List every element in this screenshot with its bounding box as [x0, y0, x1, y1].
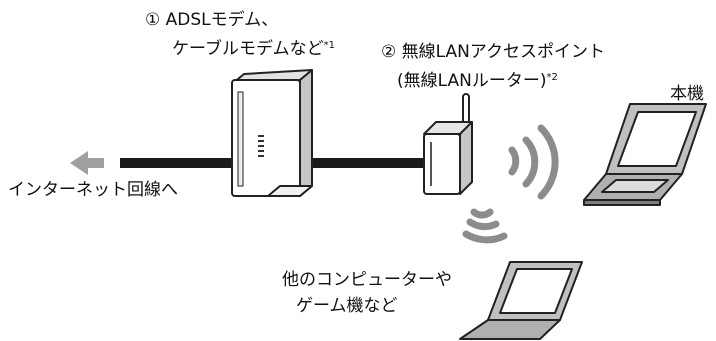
internet-cable: [120, 158, 238, 168]
access-point-number: ②: [381, 42, 397, 62]
modem-label: ① ADSLモデム、: [145, 8, 278, 32]
modem-label-line2: ケーブルモデムなど: [172, 39, 324, 59]
this-unit-laptop: [583, 103, 707, 206]
other-devices-label-line2: ゲーム機など: [296, 296, 398, 316]
wireless-waves-right: [508, 124, 559, 200]
other-devices-label-line1: 他のコンピューターや: [282, 270, 452, 290]
access-point-footnote: *2: [546, 72, 558, 83]
modem-label-second: ケーブルモデムなど*1: [172, 34, 335, 61]
wireless-waves-down: [462, 208, 508, 244]
this-unit-label: 本機: [670, 84, 704, 104]
modem-footnote: *1: [323, 40, 336, 51]
internet-arrow: [70, 151, 104, 175]
modem-label-line1: ADSLモデム、: [165, 10, 279, 30]
modem-number: ①: [145, 10, 161, 30]
modem-device: [231, 69, 313, 197]
access-point-label-line2: (無線LANルーター): [397, 71, 547, 91]
internet-label: インターネット回線へ: [8, 180, 178, 200]
modem-to-router-cable: [300, 158, 426, 168]
access-point-label-second: (無線LANルーター)*2: [397, 66, 558, 93]
other-device-laptop: [459, 261, 583, 340]
access-point-label: ② 無線LANアクセスポイント: [381, 40, 605, 64]
access-point-label-line1: 無線LANアクセスポイント: [401, 42, 606, 62]
access-point-device: [423, 93, 473, 195]
